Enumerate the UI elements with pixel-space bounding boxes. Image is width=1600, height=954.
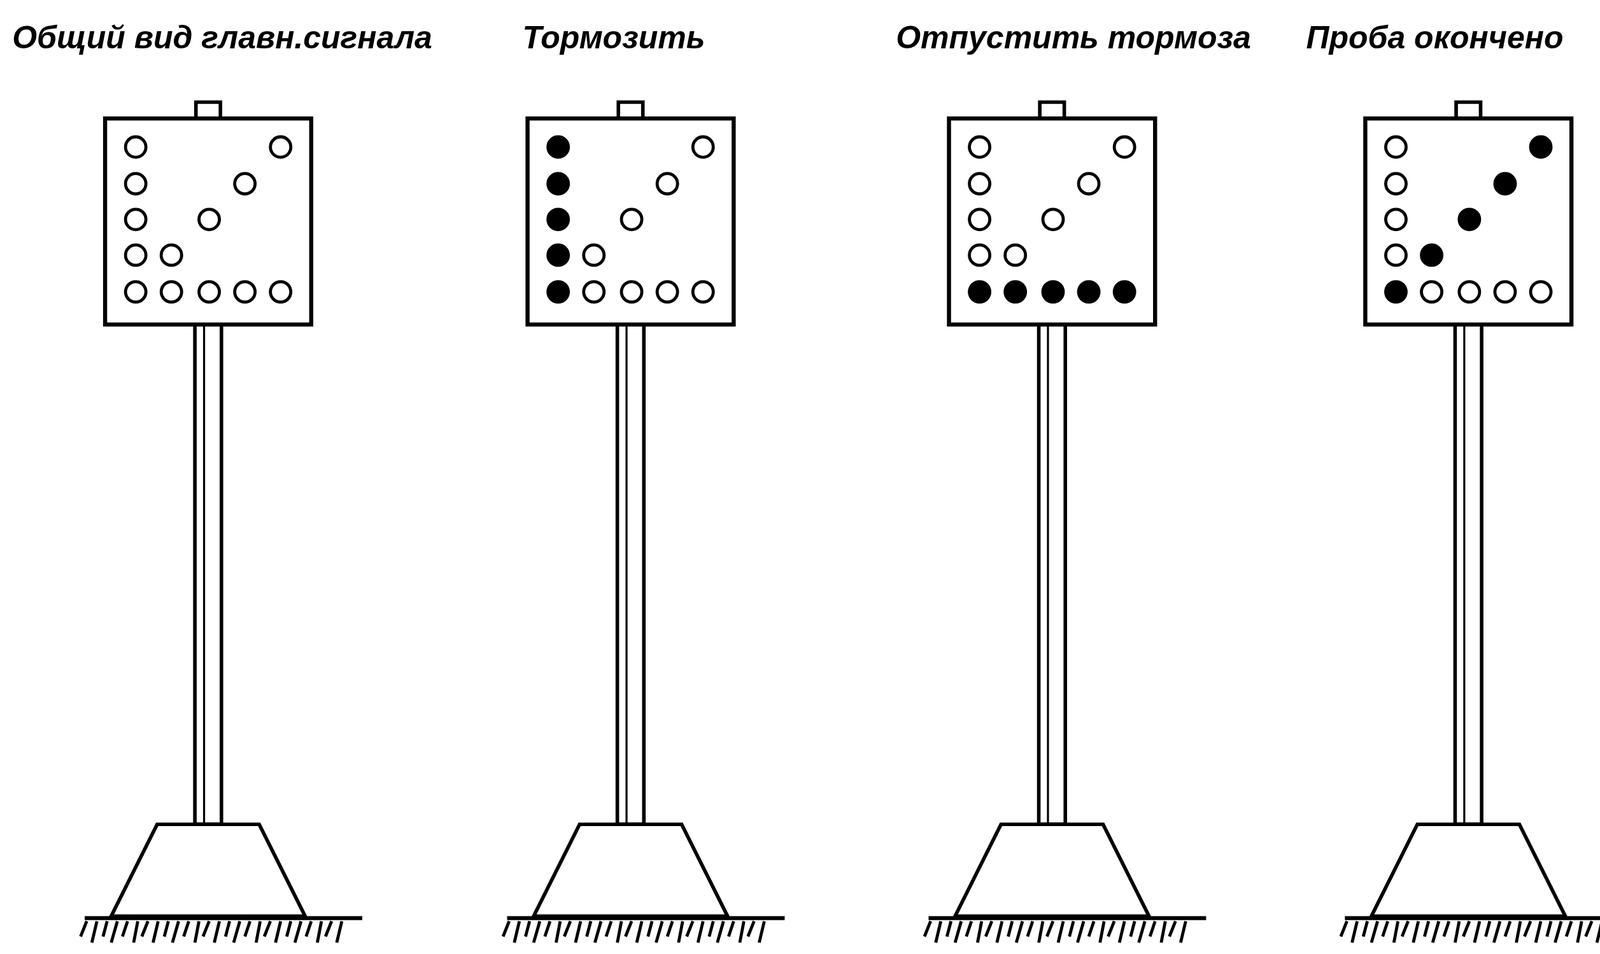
signal-lamp	[1494, 173, 1516, 195]
signal-lamp	[548, 173, 569, 195]
signal-lamp	[548, 245, 569, 266]
signal-stand	[1340, 102, 1600, 944]
signal-lamp	[1005, 245, 1026, 266]
post	[1454, 324, 1482, 825]
signal-lamp	[1459, 209, 1480, 230]
signal-lamp	[270, 136, 291, 158]
post	[194, 324, 222, 825]
hook	[1456, 102, 1481, 120]
signal-board	[948, 118, 1155, 325]
signal-lamp	[1459, 282, 1480, 303]
signal-lamp	[1530, 282, 1551, 303]
signal-lamp	[1421, 245, 1443, 266]
ground-hatch	[80, 918, 363, 943]
signal-lamp	[1385, 282, 1406, 303]
signal-lamp	[125, 136, 146, 158]
signal-lamp	[548, 209, 569, 230]
signal-stand	[924, 102, 1206, 944]
signal-lamp	[234, 282, 256, 303]
signal-lamp	[1385, 136, 1406, 158]
signal-lamp	[161, 282, 182, 303]
base	[955, 824, 1150, 917]
signal-lamp	[125, 209, 146, 230]
signal-lamp	[548, 282, 569, 303]
signal-lamp	[1114, 136, 1135, 158]
signal-stand	[502, 102, 785, 944]
caption: Тормозить	[522, 20, 706, 56]
base	[1371, 824, 1566, 917]
base	[111, 824, 306, 917]
signal-lamp	[692, 282, 714, 303]
signal-board	[105, 118, 312, 325]
signal-lamp	[1114, 282, 1135, 303]
signal-lamp	[1078, 282, 1099, 303]
signal-lamp	[1530, 136, 1551, 158]
signal-lamp	[270, 282, 291, 303]
signal-lamp	[125, 173, 146, 195]
signal-lamp	[969, 209, 991, 230]
signal-lamp	[125, 245, 146, 266]
ground-hatch	[924, 918, 1206, 943]
signal-lamp	[548, 136, 569, 158]
signal-lamp	[692, 136, 714, 158]
signal-lamp	[657, 282, 678, 303]
base	[533, 824, 728, 917]
signal-lamp	[1042, 209, 1064, 230]
signal-lamp	[1494, 282, 1516, 303]
signal-lamp	[1042, 282, 1064, 303]
signal-lamp	[969, 282, 991, 303]
signal-lamp	[621, 209, 642, 230]
hook	[618, 102, 643, 120]
ground-hatch	[502, 918, 785, 943]
signal-stand	[80, 102, 363, 944]
signal-lamp	[1005, 282, 1026, 303]
signal-lamp	[969, 173, 991, 195]
hook	[196, 102, 221, 120]
signal-lamp	[657, 173, 678, 195]
caption: Проба окончено	[1305, 20, 1564, 56]
signal-lamp	[125, 282, 146, 303]
signal-lamp	[161, 245, 182, 266]
signal-lamp	[234, 173, 256, 195]
post-line	[625, 324, 628, 825]
signal-lamp	[199, 209, 220, 230]
signal-lamp	[583, 282, 605, 303]
post	[617, 324, 645, 825]
signal-lamp	[1421, 282, 1443, 303]
signal-board	[527, 118, 735, 325]
caption: Отпустить тормоза	[895, 20, 1252, 56]
signal-lamp	[1385, 173, 1406, 195]
post-line	[1463, 324, 1466, 825]
ground-hatch	[1340, 918, 1600, 943]
post	[1039, 324, 1066, 825]
signal-lamp	[1385, 209, 1406, 230]
post-line	[203, 324, 206, 825]
signal-lamp	[969, 136, 991, 158]
signal-board	[1365, 118, 1572, 325]
post-line	[1046, 324, 1049, 825]
hook	[1039, 102, 1064, 120]
signal-lamp	[199, 282, 220, 303]
signal-lamp	[969, 245, 991, 266]
signal-lamp	[1385, 245, 1406, 266]
caption: Общий вид главн.сигнала	[12, 20, 433, 56]
signal-lamp	[621, 282, 642, 303]
signal-lamp	[1078, 173, 1099, 195]
signal-lamp	[583, 245, 605, 266]
